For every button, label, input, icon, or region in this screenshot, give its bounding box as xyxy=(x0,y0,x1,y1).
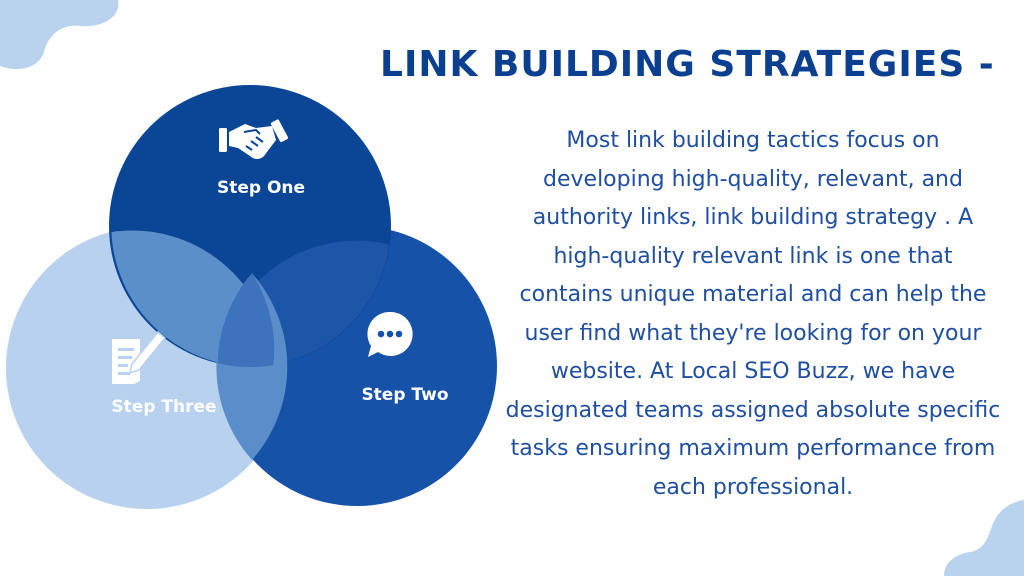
slide-body-text: Most link building tactics focus on deve… xyxy=(505,128,1001,500)
venn-overlap-center xyxy=(217,273,275,367)
chat-bubble-icon xyxy=(367,311,413,357)
corner-decoration-bottom-right xyxy=(944,500,1024,576)
slide-title: LINK BUILDING STRATEGIES - xyxy=(380,44,995,85)
handshake-icon xyxy=(219,119,289,159)
step-three-label: Step Three xyxy=(111,397,216,417)
document-pen-icon xyxy=(112,330,167,384)
venn-diagram: Step One Step Two Step Three xyxy=(6,85,497,509)
step-one-label: Step One xyxy=(217,178,305,198)
corner-decoration-top-left xyxy=(0,0,119,70)
step-two-label: Step Two xyxy=(361,385,448,405)
